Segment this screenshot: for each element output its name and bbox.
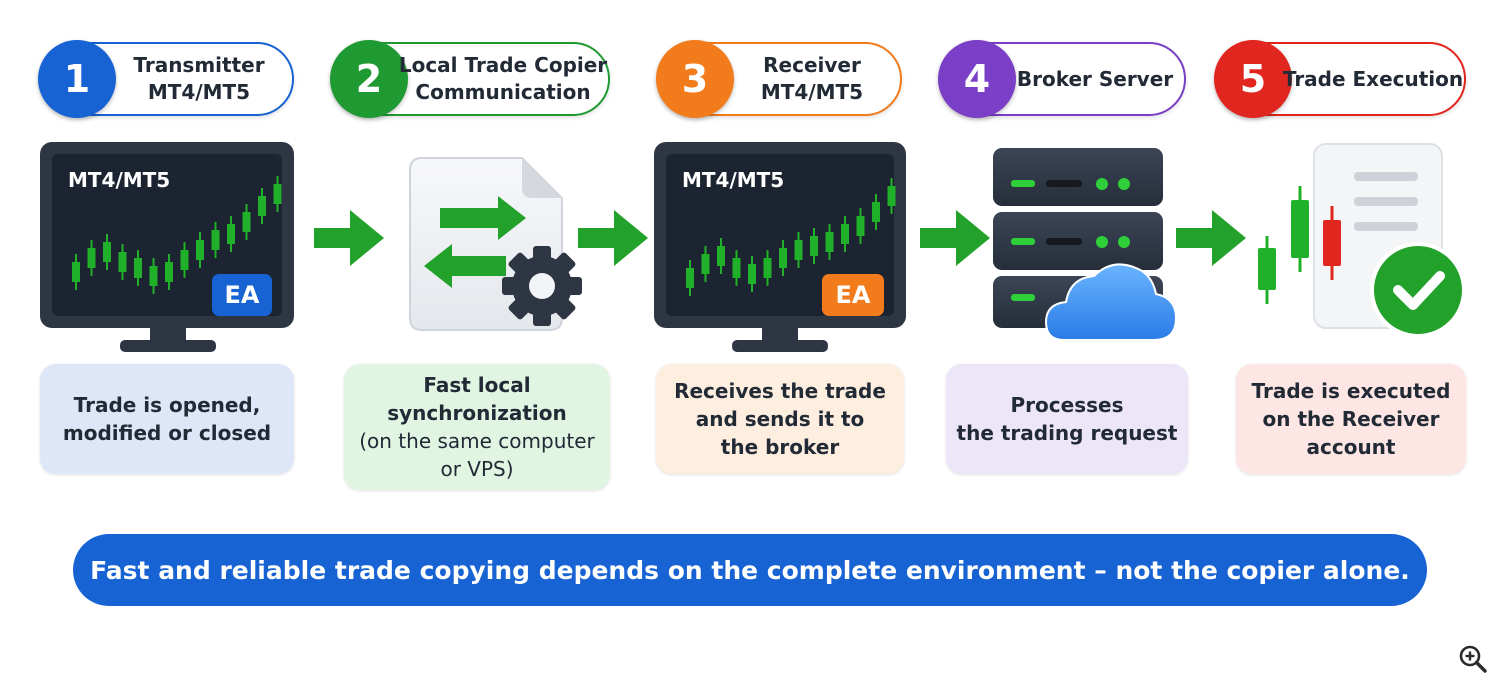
step-4-header: 4 Broker Server	[938, 40, 1186, 118]
candle-body	[180, 250, 189, 270]
candle-body	[717, 246, 725, 266]
step-1-title: Transmitter MT4/MT5	[118, 44, 280, 114]
trade-candles	[1258, 186, 1341, 304]
candle-body	[825, 232, 834, 252]
step-4-title: Broker Server	[1016, 44, 1174, 114]
step-5-desc-line-2: on the Receiver	[1262, 407, 1440, 431]
step-1-title-line-2: MT4/MT5	[147, 80, 251, 104]
trade-candle-body	[1323, 220, 1341, 266]
file-exchange-gear-icon	[409, 157, 582, 331]
candle-body	[118, 252, 127, 272]
candle-body	[72, 262, 80, 282]
candle-body	[134, 258, 142, 278]
step-2-title-line-2: Communication	[415, 80, 591, 104]
step-1-desc-line-2: modified or closed	[62, 421, 272, 445]
step-2-description: Fast local synchronization (on the same …	[344, 364, 610, 490]
step-4-description: Processes the trading request	[946, 364, 1188, 474]
arrow-right-icon	[1176, 210, 1246, 266]
candle-body	[732, 258, 741, 278]
candle-body	[779, 248, 787, 268]
zoom-in-icon[interactable]	[1458, 644, 1488, 674]
arrow-right-icon	[314, 210, 384, 266]
step-2-desc-line-2: synchronization	[387, 401, 567, 425]
step-2-desc-line-1: Fast local	[423, 373, 531, 397]
flow-arrows	[314, 210, 1246, 266]
step-2-number: 2	[330, 40, 408, 118]
monitor-3-candles	[686, 178, 896, 296]
step-5-desc-line-3: account	[1306, 435, 1396, 459]
candle-body	[103, 242, 111, 262]
candle-body	[273, 184, 282, 204]
arrow-right-icon	[578, 210, 648, 266]
candle-body	[794, 240, 803, 260]
monitor-3-ea-badge: EA	[822, 274, 884, 316]
monitor-1-label: MT4/MT5	[68, 168, 171, 192]
monitor-1-ea-badge: EA	[212, 274, 272, 316]
candle-body	[149, 266, 158, 286]
trade-candle-body	[1291, 200, 1309, 258]
candle-body	[196, 240, 204, 260]
candle-body	[841, 224, 849, 244]
candle-body	[763, 258, 772, 278]
step-1-desc-line-1: Trade is opened,	[73, 393, 261, 417]
step-2-desc-line-4: or VPS)	[440, 457, 514, 481]
candle-body	[242, 212, 251, 232]
monitor-3-label: MT4/MT5	[682, 168, 785, 192]
summary-banner: Fast and reliable trade copying depends …	[73, 534, 1427, 606]
step-5-number: 5	[1214, 40, 1292, 118]
candle-body	[887, 186, 896, 206]
candle-body	[211, 230, 220, 250]
step-1-title-line-1: Transmitter	[133, 53, 265, 77]
step-4-title-line-1: Broker Server	[1016, 66, 1174, 91]
candle-body	[686, 268, 694, 288]
step-5-description: Trade is executed on the Receiver accoun…	[1236, 364, 1466, 474]
step-3-desc-line-3: the broker	[720, 435, 840, 459]
step-2-desc-line-3: (on the same computer	[359, 429, 595, 453]
step-4-desc-line-1: Processes	[1010, 393, 1124, 417]
step-4-desc-line-2: the trading request	[956, 421, 1178, 445]
step-3-title-line-1: Receiver	[763, 53, 861, 77]
candle-body	[701, 254, 710, 274]
step-1-number: 1	[38, 40, 116, 118]
step-3-desc-line-1: Receives the trade	[674, 379, 886, 403]
step-2-title-line-1: Local Trade Copier	[398, 53, 608, 77]
step-3-title-line-2: MT4/MT5	[760, 80, 864, 104]
step-1-description: Trade is opened, modified or closed	[40, 364, 294, 474]
step-5-title: Trade Execution	[1283, 44, 1463, 114]
step-3-number: 3	[656, 40, 734, 118]
step-5-header: 5 Trade Execution	[1214, 40, 1466, 118]
candle-body	[87, 248, 96, 268]
step-3-title: Receiver MT4/MT5	[736, 44, 888, 114]
step-3-header: 3 Receiver MT4/MT5	[656, 40, 902, 118]
step-2-title: Local Trade Copier Communication	[399, 44, 607, 114]
step-5-desc-line-1: Trade is executed	[1251, 379, 1451, 403]
candle-body	[810, 236, 818, 256]
candle-body	[856, 216, 865, 236]
server-cloud-icon	[993, 148, 1178, 341]
monitor-1-candles	[72, 176, 282, 294]
step-4-number: 4	[938, 40, 1016, 118]
step-2-header: 2 Local Trade Copier Communication	[330, 40, 610, 118]
step-3-desc-line-2: and sends it to	[695, 407, 865, 431]
candlestick-check-document-icon	[1258, 143, 1466, 338]
candle-body	[227, 224, 235, 244]
step-3-description: Receives the trade and sends it to the b…	[656, 364, 904, 474]
step-5-title-line-1: Trade Execution	[1282, 66, 1464, 91]
trade-candle-body	[1258, 248, 1276, 290]
candle-body	[165, 262, 173, 282]
candle-body	[748, 264, 756, 284]
candle-body	[872, 202, 880, 222]
step-1-header: 1 Transmitter MT4/MT5	[38, 40, 294, 118]
arrow-right-icon	[920, 210, 990, 266]
candle-body	[258, 196, 266, 216]
illustrations	[40, 142, 1466, 352]
